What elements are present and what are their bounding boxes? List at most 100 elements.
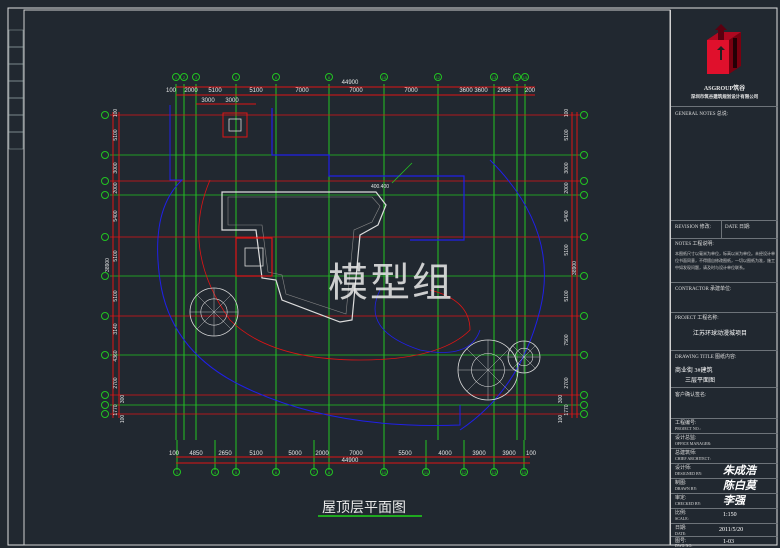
dimension-text-left: 2700 bbox=[113, 377, 119, 388]
project-no-en: PROJECT NO.: bbox=[675, 426, 701, 431]
axis-bubble-bottom bbox=[325, 468, 333, 476]
dimension-text-bottom: 5000 bbox=[288, 451, 302, 457]
axis-bubble-right bbox=[580, 233, 588, 241]
dimension-text-bottom: 100 bbox=[526, 451, 537, 457]
axis-label-bottom: 6 bbox=[275, 470, 278, 475]
dimension-text-bottom: 5100 bbox=[249, 451, 263, 457]
stair-tower-middle-inner bbox=[244, 247, 264, 267]
axis-label-top: 2 bbox=[183, 75, 186, 80]
contractor-label: CONTRACTOR 承建单位: bbox=[675, 287, 732, 292]
date-cn-label: 日期: bbox=[675, 526, 687, 531]
roof-parapet-inner bbox=[227, 196, 381, 315]
binding-strip-cell bbox=[8, 80, 24, 99]
axis-bubble-top bbox=[325, 73, 333, 81]
stair-tower-top-inner bbox=[228, 118, 242, 132]
scale-value: 1:150 bbox=[723, 512, 737, 518]
axis-bubble-left bbox=[101, 151, 109, 159]
dimension-text-top: 5100 bbox=[249, 88, 263, 94]
dimension-text-bottom: 5500 bbox=[398, 451, 412, 457]
scale-label: 比例: bbox=[675, 511, 687, 516]
dimension-text-top: 7000 bbox=[349, 88, 363, 94]
axis-label-bottom: 13 bbox=[492, 470, 497, 475]
chief-architect-en: CHIEF ARCHITECT: bbox=[675, 456, 711, 461]
axis-bubble-bottom bbox=[272, 468, 280, 476]
dimension-text-left: 100 bbox=[120, 415, 126, 424]
dimension-text-right: 5100 bbox=[564, 244, 570, 255]
tree-radial-line bbox=[466, 369, 489, 392]
stair-tower-top bbox=[222, 112, 248, 138]
landscape-curve bbox=[198, 179, 471, 361]
firm-subtitle: 深圳市筑谷建筑规划设计有限公司 bbox=[690, 94, 759, 99]
axis-bubble-right bbox=[580, 312, 588, 320]
project-name: 江苏环球动漫城项目 bbox=[693, 331, 748, 337]
axis-label-top: 6 bbox=[275, 75, 278, 80]
dimension-text-top: 200 bbox=[525, 88, 536, 94]
dimension-text-left: 4360 bbox=[113, 350, 119, 361]
roof-outline bbox=[221, 191, 387, 323]
dimension-total-left: 38900 bbox=[105, 258, 111, 272]
axis-bubble-top bbox=[192, 73, 200, 81]
axis-label-bottom: 15 bbox=[522, 470, 527, 475]
axis-bubble-bottom bbox=[173, 468, 181, 476]
axis-label-top: 8 bbox=[328, 75, 331, 80]
axis-bubble-left bbox=[101, 111, 109, 119]
axis-label-bottom: 7 bbox=[313, 470, 316, 475]
axis-bubble-top bbox=[232, 73, 240, 81]
axis-bubble-right bbox=[580, 272, 588, 280]
dimension-text-left: 300 bbox=[120, 395, 126, 404]
tree-radial-line bbox=[466, 348, 489, 371]
axis-bubble-bottom bbox=[460, 468, 468, 476]
notes-label: NOTES 工程说明: bbox=[675, 242, 714, 247]
axis-bubble-left bbox=[101, 191, 109, 199]
axis-bubble-top bbox=[434, 73, 442, 81]
dimension-text-left: 5100 bbox=[113, 290, 119, 301]
building-outline-blue bbox=[271, 108, 465, 241]
dimension-text-bottom: 4000 bbox=[438, 451, 452, 457]
tree-radial-line bbox=[487, 369, 510, 392]
dimension-text-bottom: 100 bbox=[169, 451, 180, 457]
dimension-text-top-sub: 3000 bbox=[201, 98, 215, 104]
general-notes-label: GENERAL NOTES 总说: bbox=[675, 112, 729, 117]
dimension-text-bottom: 2000 bbox=[315, 451, 329, 457]
axis-bubble-left bbox=[101, 410, 109, 418]
dimension-text-top: 7000 bbox=[295, 88, 309, 94]
dimension-text-bottom: 3900 bbox=[502, 451, 516, 457]
chief-architect-label: 总建筑师: bbox=[675, 451, 697, 456]
dimension-text-right: 100 bbox=[558, 415, 564, 424]
dimension-text-right: 2000 bbox=[564, 182, 570, 193]
sheet-title: 屋顶层平面图 bbox=[322, 500, 406, 516]
dimension-text-top: 5100 bbox=[208, 88, 222, 94]
stair-tower-middle bbox=[235, 237, 273, 277]
dimension-text-bottom: 3900 bbox=[472, 451, 486, 457]
axis-bubble-right bbox=[580, 151, 588, 159]
title-block: ASGROUP筑谷 深圳市筑谷建筑规划设计有限公司 GENERAL NOTES … bbox=[670, 10, 778, 548]
dimension-text-top-sub: 3000 bbox=[225, 98, 239, 104]
date-en: DATE: bbox=[675, 531, 687, 536]
notes-text: 本图纸尺寸以毫米为单位，标高以米为单位。未经设计单位书面同意，不得擅自修改图纸，… bbox=[675, 251, 775, 270]
axis-label-top: 1 bbox=[175, 75, 178, 80]
binding-strip-cell bbox=[8, 63, 24, 82]
axis-bubble-bottom bbox=[232, 468, 240, 476]
axis-bubble-bottom bbox=[520, 468, 528, 476]
axis-label-bottom: 4 bbox=[214, 470, 217, 475]
axis-bubble-left bbox=[101, 272, 109, 280]
date-value: 2011/5/20 bbox=[719, 527, 744, 533]
drawing-title-label: DRAWING TITLE 图纸内容: bbox=[675, 355, 737, 360]
pond-outline bbox=[374, 289, 481, 353]
axis-bubble-top bbox=[180, 73, 188, 81]
date-label-header: DATE 日期: bbox=[725, 225, 751, 230]
elevation-label: 400.400 bbox=[371, 184, 389, 190]
dimension-text-left: 5400 bbox=[113, 210, 119, 221]
client-confirm-label: 客户确认签名: bbox=[675, 393, 707, 398]
dimension-text-left: 3140 bbox=[113, 323, 119, 334]
dimension-text-right: 5100 bbox=[564, 290, 570, 301]
project-no-label: 工程编号: bbox=[675, 421, 697, 426]
checked-label: 审定: bbox=[675, 496, 687, 501]
axis-label-bottom: 10 bbox=[382, 470, 387, 475]
binding-strip-cell bbox=[8, 29, 24, 48]
dimension-text-right: 5100 bbox=[564, 129, 570, 140]
designed-en: DESIGNED BY: bbox=[675, 471, 703, 476]
tree-radial-line bbox=[487, 348, 510, 371]
dimension-text-top: 3600 bbox=[459, 88, 473, 94]
